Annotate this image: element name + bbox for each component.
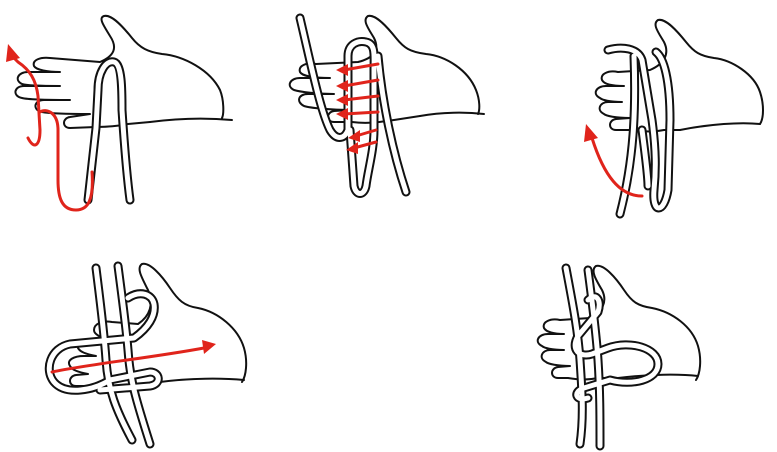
step-1-illustration — [0, 0, 260, 230]
step-5-panel — [500, 240, 777, 452]
step-2-panel — [270, 0, 510, 230]
step-4-illustration — [0, 240, 280, 452]
step-2-illustration — [270, 0, 510, 230]
step-3-panel — [560, 0, 777, 230]
hand — [596, 20, 763, 132]
step-3-illustration — [560, 0, 777, 230]
step-4-panel — [0, 240, 280, 452]
hand — [538, 266, 700, 380]
step-5-illustration — [500, 240, 777, 452]
step-1-panel — [0, 0, 260, 230]
